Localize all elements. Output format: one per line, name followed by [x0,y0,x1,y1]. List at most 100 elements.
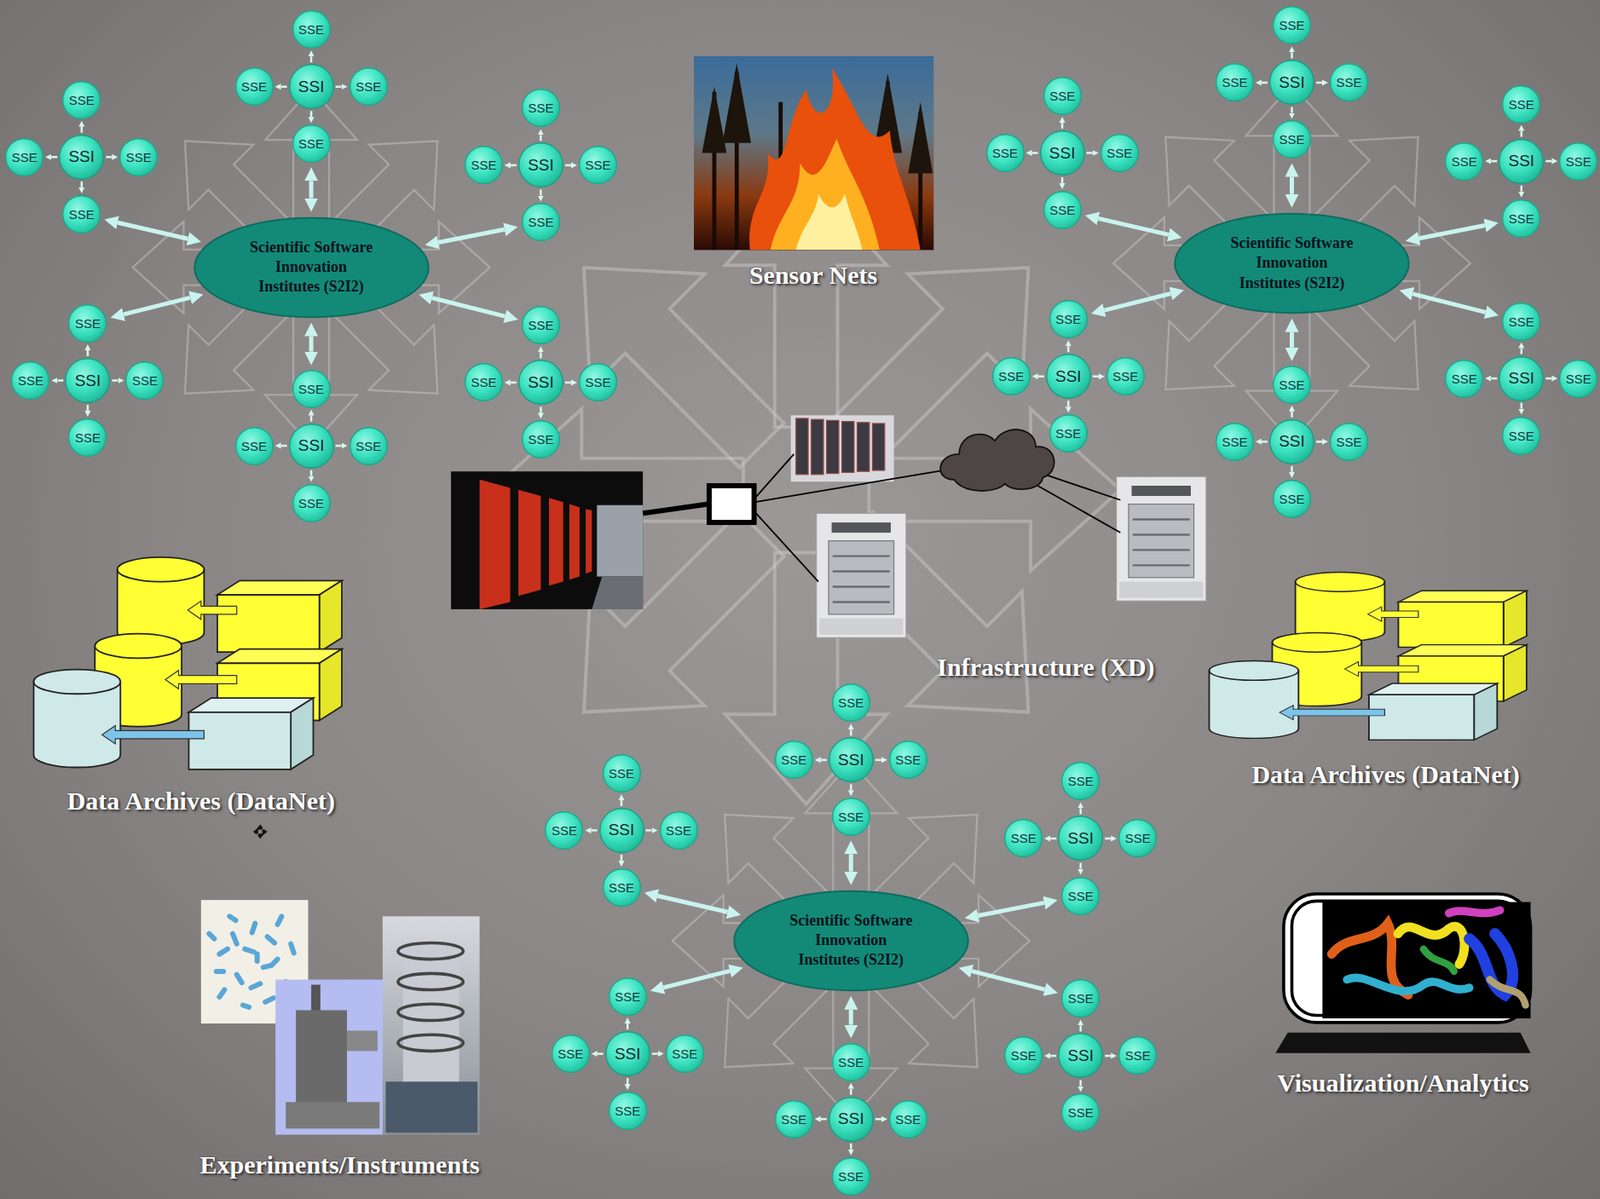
ssi-circle: SSI [605,1031,651,1077]
small-arrow [1520,403,1524,410]
node-shape [1273,121,1312,159]
small-arrow [310,470,313,477]
sse-circle: SSE [235,427,274,466]
caption-text: Sensor Nets [749,260,878,290]
visualization-monitor [1275,894,1531,1054]
data-archive-right [1209,572,1527,741]
node-shape [832,1043,871,1081]
node-shape [608,1092,647,1131]
double-arrow [849,854,854,872]
sse-circle: SSE [292,369,331,409]
sse-circle: SSE [11,361,50,400]
node-shape [1043,77,1081,116]
node-shape [1100,134,1138,173]
node-shape [1062,762,1100,801]
small-arrow [849,1143,853,1150]
sse-circle: SSE [578,145,618,185]
node-label: SSE [69,92,95,108]
ssi-circle: SSI [1045,353,1092,399]
node-shape [522,89,561,128]
ssi-circle: SSI [288,63,335,110]
node-label: SSE [895,1112,921,1127]
small-arrow [565,381,572,385]
ssi-circle: SSI [288,423,335,469]
node-label: SSE [1068,991,1094,1006]
small-arrow [1104,1055,1111,1058]
node-shape [465,363,503,402]
small-arrow [1079,863,1082,870]
node-shape [1502,199,1541,237]
sse-circle: SSE [1061,877,1100,916]
small-arrow [1050,837,1057,841]
node-shape [1046,354,1091,399]
node-shape [1273,480,1312,519]
node-shape [292,369,330,408]
node-label: SSE [1451,154,1478,169]
node-shape [194,217,429,317]
node-label: SSE [1112,369,1138,384]
double-arrow [977,902,1045,916]
institute-name: Scientific Software Innovation Institute… [783,911,919,971]
node-label: SSI [1508,369,1536,388]
node-shape [1273,365,1312,404]
node-label: SSI [1278,73,1306,93]
node-label: SSE [614,989,641,1005]
node-label: SSE [298,496,324,511]
small-arrow [1038,375,1045,378]
node-label: SSE [557,1046,584,1062]
small-arrow [310,110,313,117]
node-shape [602,755,641,793]
node-shape [288,423,333,468]
node-shape [733,890,969,990]
node-label: SSI [527,155,555,175]
node-shape [292,125,330,163]
small-arrow [57,379,64,382]
node-label: SSE [1508,211,1535,226]
node-label: SSE [132,373,158,388]
sse-circle: SSE [1061,762,1100,801]
sse-circle: SSE [774,740,814,780]
small-arrow [820,759,827,763]
node-label: SSI [1067,1046,1094,1066]
server-rack-photo [791,415,895,482]
node-shape [551,1035,590,1074]
sse-circle: SSE [1444,142,1484,181]
small-arrow [1290,411,1294,418]
ssi-circle: SSI [599,808,645,854]
node-shape [69,419,107,457]
double-arrow [123,297,191,315]
small-arrow [1261,440,1268,444]
double-arrow [657,895,728,913]
node-label: SSE [298,136,324,151]
node-shape [120,138,158,177]
node-shape [1559,359,1598,398]
node-shape [519,143,563,187]
node-label: SSE [837,1055,864,1070]
node-label: SSE [1068,1105,1094,1121]
caption-text: Infrastructure (XD) [936,652,1155,682]
node-label: SSI [298,77,325,97]
sse-circle: SSE [521,420,561,459]
sse-circle: SSE [1272,479,1312,519]
storage-units [816,476,1207,638]
small-arrow [335,444,342,448]
small-arrow [1520,131,1524,138]
sse-circle: SSE [1272,120,1312,159]
node-shape [465,146,503,185]
sse-circle: SSE [831,683,871,723]
node-shape [1107,358,1145,396]
node-shape [829,738,873,782]
node-label: SSE [614,1103,641,1119]
small-arrow [1490,377,1497,381]
node-shape [1050,300,1088,339]
caption-label: Infrastructure (XD) [936,652,1155,682]
node-label: SSE [298,381,324,397]
caption-text: Experiments/Instruments [199,1150,480,1180]
sse-circle: SSE [831,797,871,837]
caption-text: Data Archives (DataNet) [1251,760,1520,790]
instrument-photos [201,900,480,1135]
double-arrow [1104,294,1172,312]
node-label: SSI [614,1045,642,1064]
